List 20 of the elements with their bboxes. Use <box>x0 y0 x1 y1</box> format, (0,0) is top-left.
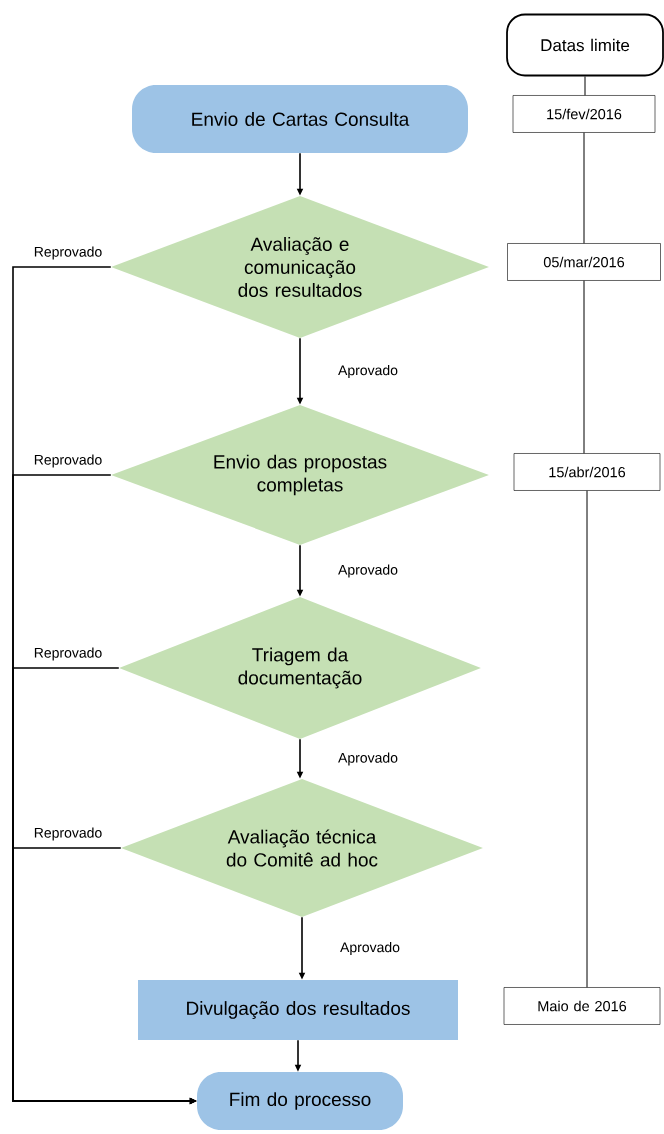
timeline-line <box>586 490 588 988</box>
timeline-line <box>583 132 585 244</box>
date-box: Maio de 2016 <box>503 987 661 1025</box>
timeline-header: Datas limite <box>506 13 664 77</box>
timeline-line <box>583 280 585 454</box>
edge-label: Aprovado <box>337 363 399 379</box>
edge-label: Aprovado <box>337 751 399 767</box>
edge-label: Aprovado <box>339 940 401 956</box>
edge-label: Aprovado <box>337 563 399 579</box>
edge-label: Reprovado <box>32 646 104 662</box>
edge-label: Reprovado <box>32 453 104 469</box>
edge-label: Reprovado <box>32 245 104 261</box>
rounded-box: Fim do processo <box>197 1072 403 1130</box>
process-box: Divulgação dos resultados <box>138 980 458 1040</box>
date-box: 05/mar/2016 <box>507 243 661 281</box>
edge-label: Reprovado <box>32 826 104 842</box>
date-box: 15/abr/2016 <box>513 453 661 491</box>
rounded-box: Envio de Cartas Consulta <box>132 85 468 153</box>
date-box: 15/fev/2016 <box>512 95 656 133</box>
timeline-line <box>584 75 586 96</box>
